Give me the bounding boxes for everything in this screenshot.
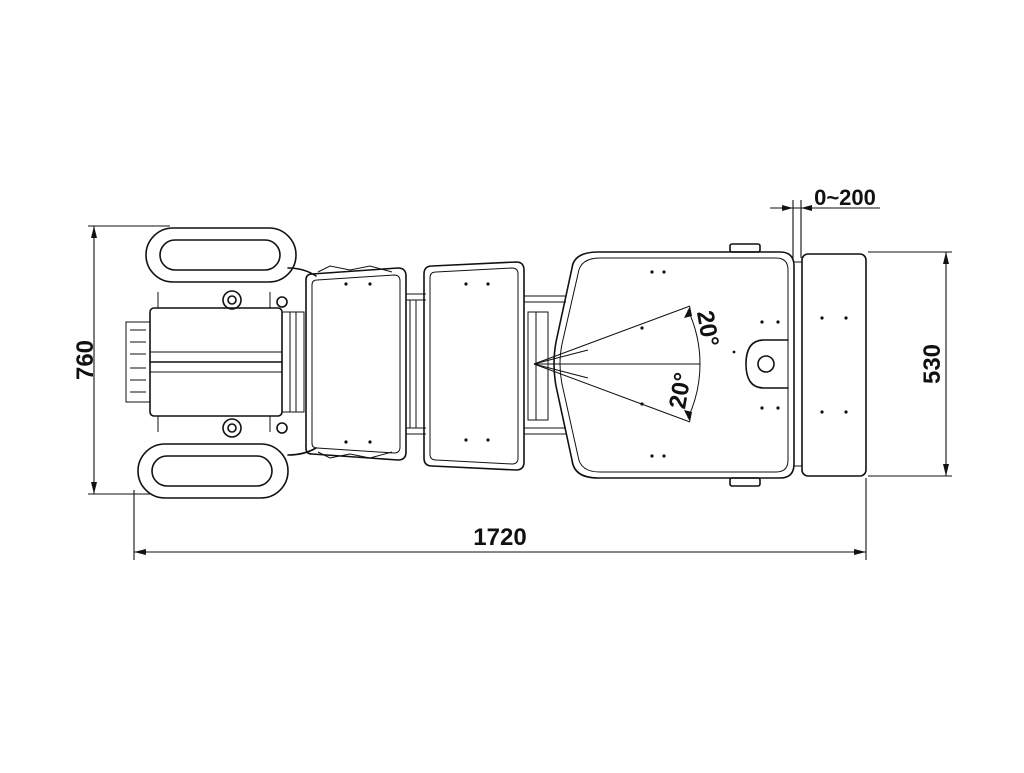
dimension-total-length: 1720 — [133, 478, 867, 560]
label-angle-lower: 20° — [664, 370, 697, 410]
label-cushion-width: 530 — [919, 344, 946, 384]
dimension-cushion-width: 530 — [868, 251, 952, 477]
head-cushion — [305, 267, 407, 461]
frame-rails-body — [524, 295, 566, 435]
dimension-total-width: 760 — [72, 225, 170, 495]
label-extension: 0~200 — [814, 185, 876, 210]
label-total-width: 760 — [72, 340, 99, 380]
armrest-upper — [145, 227, 297, 283]
armrest-lower — [137, 443, 289, 499]
body-cushion — [553, 243, 795, 487]
tilt-angle-indicator: 20° 20° — [533, 305, 724, 423]
head-mechanism — [125, 265, 393, 459]
label-angle-upper: 20° — [691, 308, 724, 348]
frame-rails-head — [406, 293, 426, 435]
foot-cushion — [793, 253, 867, 477]
label-total-length: 1720 — [473, 524, 526, 551]
dimension-extension: 0~200 — [770, 185, 880, 258]
middle-cushion — [423, 261, 525, 471]
